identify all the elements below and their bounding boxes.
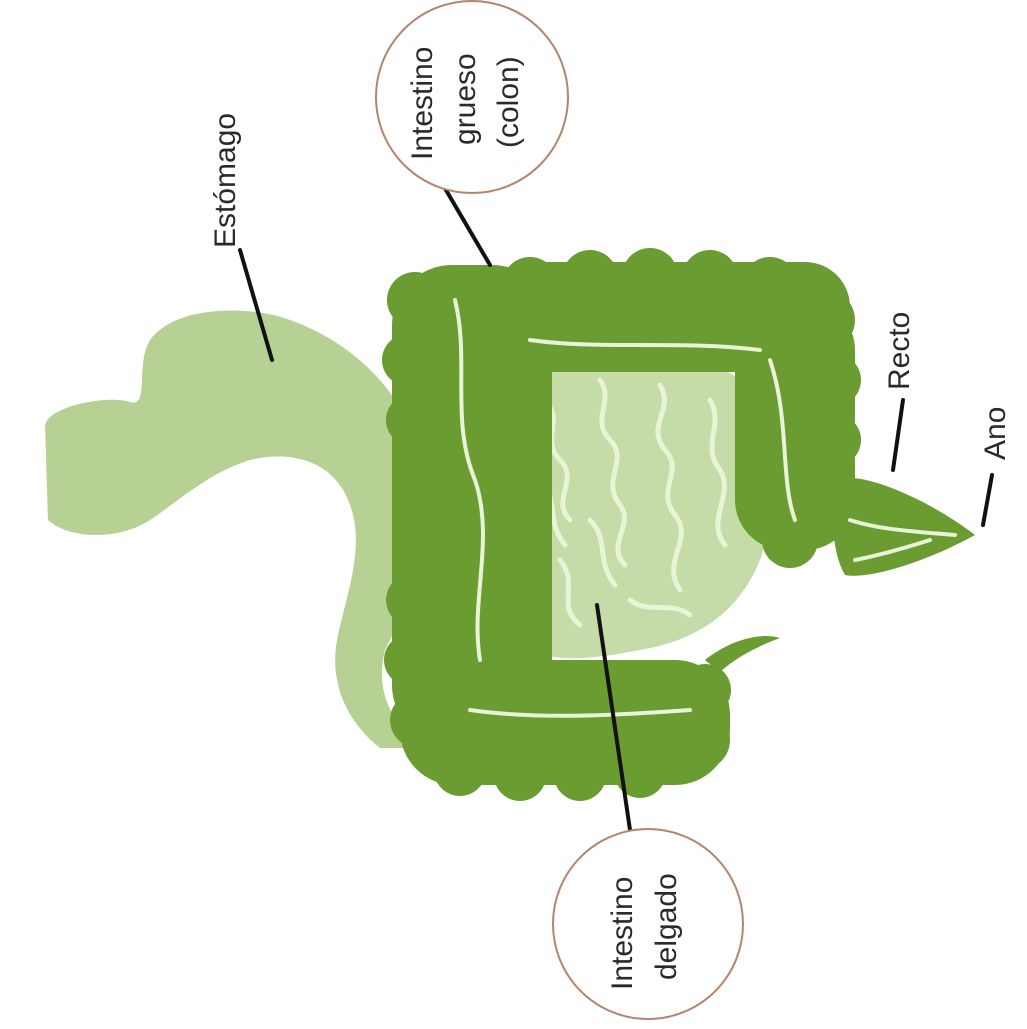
label-large-intestine-line3: (colon) bbox=[491, 56, 527, 148]
leader-large-intestine bbox=[443, 185, 490, 265]
label-small-intestine-line1: Intestino bbox=[605, 877, 641, 990]
stomach-shape bbox=[45, 310, 429, 748]
small-intestine-label-circle bbox=[552, 828, 744, 1020]
leader-rectum bbox=[893, 400, 903, 470]
label-anus: Ano bbox=[978, 407, 1014, 460]
label-large-intestine-line2: grueso bbox=[448, 53, 484, 145]
label-rectum: Recto bbox=[882, 312, 918, 390]
label-stomach: Estómago bbox=[208, 113, 244, 248]
leader-anus bbox=[983, 475, 992, 525]
label-large-intestine-line1: Intestino bbox=[405, 47, 441, 160]
label-small-intestine-line2: delgado bbox=[649, 873, 685, 980]
